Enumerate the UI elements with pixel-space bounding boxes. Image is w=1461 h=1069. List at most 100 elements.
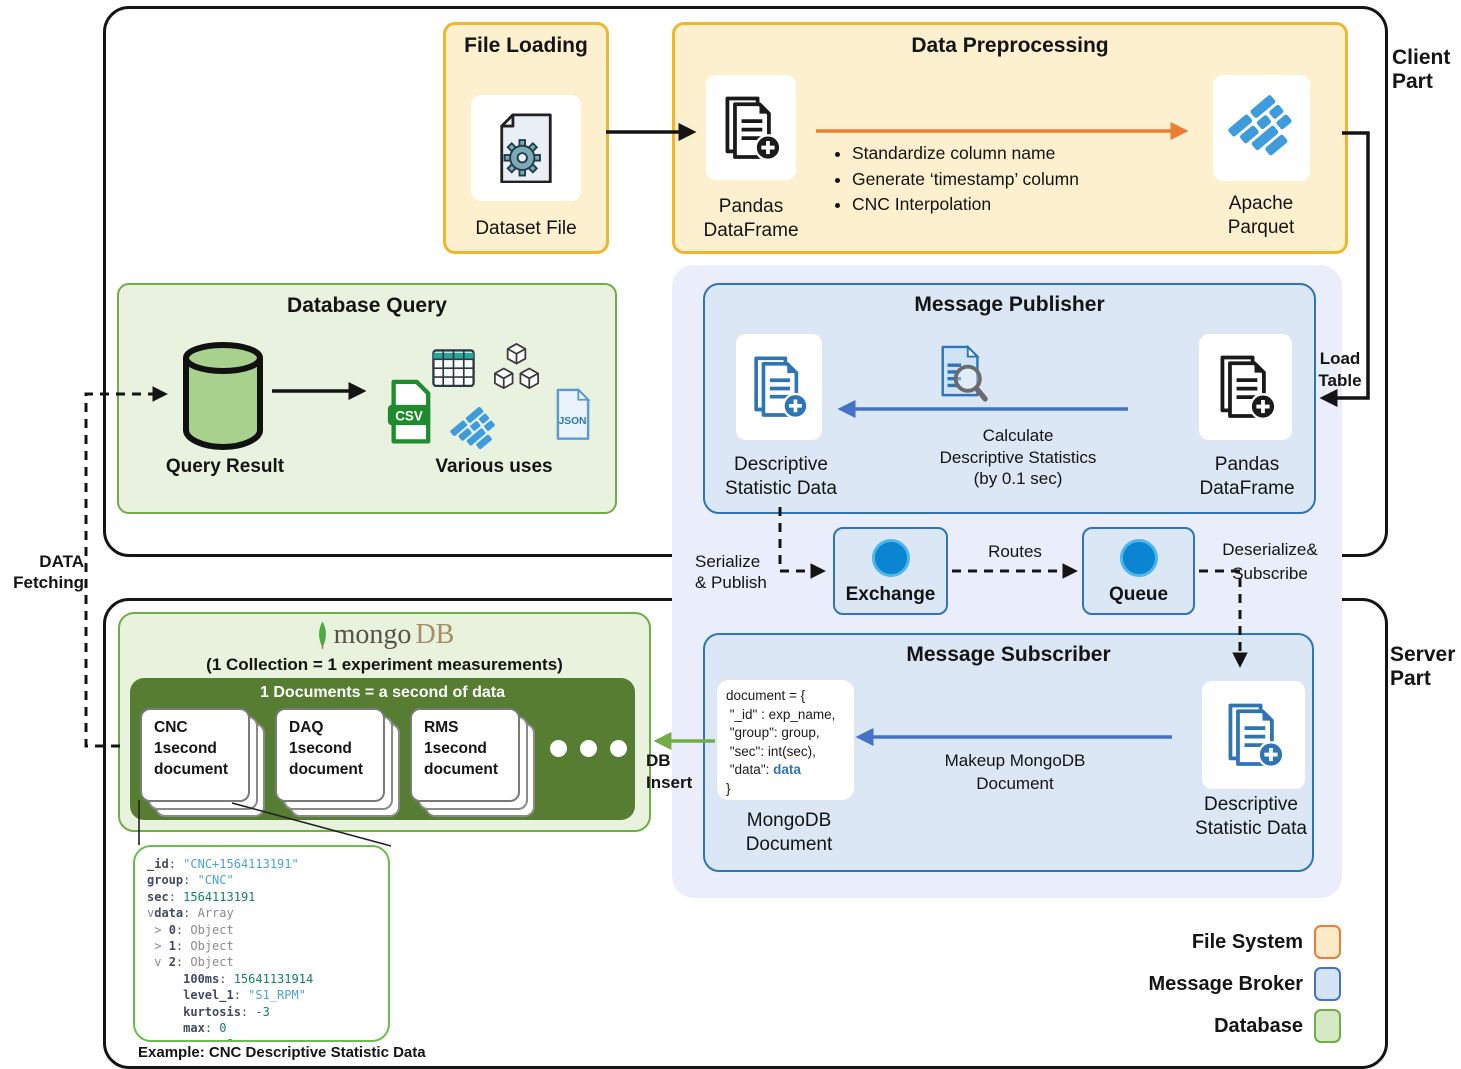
makeup-label-line2: Document [976, 774, 1054, 793]
database-query-box: Database Query Query Result CSV [117, 283, 617, 514]
legend-row: Database [989, 1009, 1341, 1043]
ellipsis-icon [550, 740, 627, 757]
mongodb-document-label: MongoDB Document [714, 809, 864, 857]
legend-swatch [1314, 1009, 1341, 1043]
various-uses-label: Various uses [435, 456, 553, 477]
calculate-graphic [935, 344, 989, 412]
load-table-line2: Table [1318, 371, 1362, 390]
pandas-label-line1: Pandas [718, 196, 784, 217]
descriptive-statistic-card-subscriber [1202, 681, 1305, 789]
data-fetching-line2: Fetching [13, 573, 84, 592]
preprocessing-bullets: Standardize column nameGenerate ‘timesta… [830, 141, 1079, 218]
example-caption: Example: CNC Descriptive Statistic Data [138, 1044, 426, 1061]
server-part-label-line2: Part [1390, 667, 1431, 690]
cubes-icon [494, 343, 539, 390]
pandas-label-line2: DataFrame [703, 220, 799, 241]
client-part-label-line2: Part [1392, 70, 1433, 93]
descriptive-label-line1: Descriptive [734, 454, 828, 475]
broker-node-icon [1119, 539, 1158, 577]
makeup-label-line1: Makeup MongoDB [944, 751, 1086, 770]
mongodb-logo-db: DB [415, 619, 455, 650]
pandas-dataframe-icon [1220, 355, 1276, 421]
load-table-line1: Load [1319, 349, 1361, 368]
client-part-label: Client Part [1392, 46, 1450, 94]
pandas-pub-label-line1: Pandas [1214, 454, 1280, 475]
data-fetching-line1: DATA [39, 552, 84, 571]
code-line: level_1: "S1_RPM" [183, 988, 306, 1003]
descriptive-statistic-label-subscriber: Descriptive Statistic Data [1176, 793, 1326, 841]
pandas-dataframe-card [706, 75, 796, 180]
parquet-small-icon [450, 406, 495, 450]
example-code: _id: "CNC+1564113191"group: "CNC"sec: 15… [133, 845, 390, 1042]
client-part-label-line1: Client [1392, 46, 1451, 69]
message-publisher-title: Message Publisher [914, 293, 1105, 316]
descriptive-sub-line1: Descriptive [1204, 794, 1298, 815]
legend-row: Message Broker [989, 967, 1341, 1001]
db-insert-label: DB Insert [646, 750, 692, 794]
deserialize-label-line2: Subscribe [1232, 564, 1308, 583]
dataset-file-card [471, 95, 581, 201]
queue-label: Queue [1108, 584, 1169, 605]
load-table-label: Load Table [1316, 348, 1364, 392]
code-line: sec: 1564113191 [147, 889, 256, 904]
mongodb-logo-mongo: mongo [333, 619, 412, 650]
csv-file: CSV [385, 379, 433, 449]
json-icon: JSON [556, 387, 591, 440]
subscriber-code: document = { "_id" : exp_name, "group": … [717, 680, 854, 800]
bullet-item: Standardize column name [852, 141, 1079, 167]
deserialize-label-line1: Deserialize& [1222, 540, 1318, 559]
legend-label: File System [1191, 930, 1303, 953]
legend-label: Message Broker [1148, 972, 1303, 995]
broker-node-icon [871, 539, 910, 577]
descriptive-statistic-icon [754, 356, 809, 420]
calculate-statistics-label: Calculate Descriptive Statistics (by 0.1… [908, 425, 1128, 490]
calculate-statistics-icon [941, 344, 988, 402]
database-cylinder-icon [183, 342, 263, 451]
deserialize-subscribe-label: Deserialize& Subscribe [1208, 538, 1332, 586]
code-line: document = { [726, 688, 806, 703]
table-graphic [432, 349, 475, 392]
dataset-file-label: Dataset File [475, 218, 577, 239]
calc-label-line1: Calculate [982, 426, 1054, 445]
db-insert-line1: DB [646, 751, 671, 770]
csv-icon-text: CSV [395, 408, 423, 423]
descriptive-label-line2: Statistic Data [725, 478, 837, 499]
code-line: "sec": int(sec), [726, 743, 816, 759]
apache-parquet-icon [1227, 95, 1292, 156]
mongodb-subtitle: (1 Collection = 1 experiment measurement… [206, 655, 563, 674]
cubes-graphic [489, 341, 544, 403]
exchange-label: Exchange [845, 584, 936, 605]
mongodb-leaf-icon [318, 620, 326, 649]
code-line: "group": group, [726, 725, 820, 740]
code-line: "data": data [726, 762, 801, 777]
descriptive-statistic-icon [1228, 703, 1284, 769]
code-line: } [726, 780, 731, 796]
file-loading-title: File Loading [464, 34, 588, 57]
pandas-dataframe-label-publisher: Pandas DataFrame [1172, 453, 1322, 501]
mongodb-doc-line2: Document [745, 834, 833, 855]
code-line: _id: "CNC+1564113191" [147, 857, 299, 871]
calc-label-line2: Descriptive Statistics [939, 447, 1097, 467]
query-result-label: Query Result [165, 456, 285, 477]
legend-swatch [1314, 967, 1341, 1001]
pandas-dataframe-label: Pandas DataFrame [691, 195, 811, 243]
code-line: > 0: Object [147, 922, 234, 937]
pandas-pub-label-line2: DataFrame [1199, 478, 1295, 499]
apache-parquet-card [1213, 75, 1310, 181]
makeup-mongodb-label: Makeup MongoDB Document [905, 749, 1125, 795]
server-part-label: Server Part [1390, 643, 1455, 691]
parquet-label-line2: Parquet [1227, 217, 1295, 238]
db-insert-line2: Insert [646, 773, 693, 792]
message-subscriber-title: Message Subscriber [906, 643, 1111, 666]
descriptive-statistic-card-publisher [736, 334, 822, 440]
message-subscriber-box: Message Subscriber document = { "_id" : … [703, 633, 1314, 872]
json-icon-text: JSON [559, 416, 587, 427]
bullet-item: CNC Interpolation [852, 192, 1079, 218]
server-part-label-line1: Server [1390, 643, 1456, 666]
code-line: v 2: Object [147, 955, 234, 970]
dataset-file-icon [500, 112, 552, 183]
